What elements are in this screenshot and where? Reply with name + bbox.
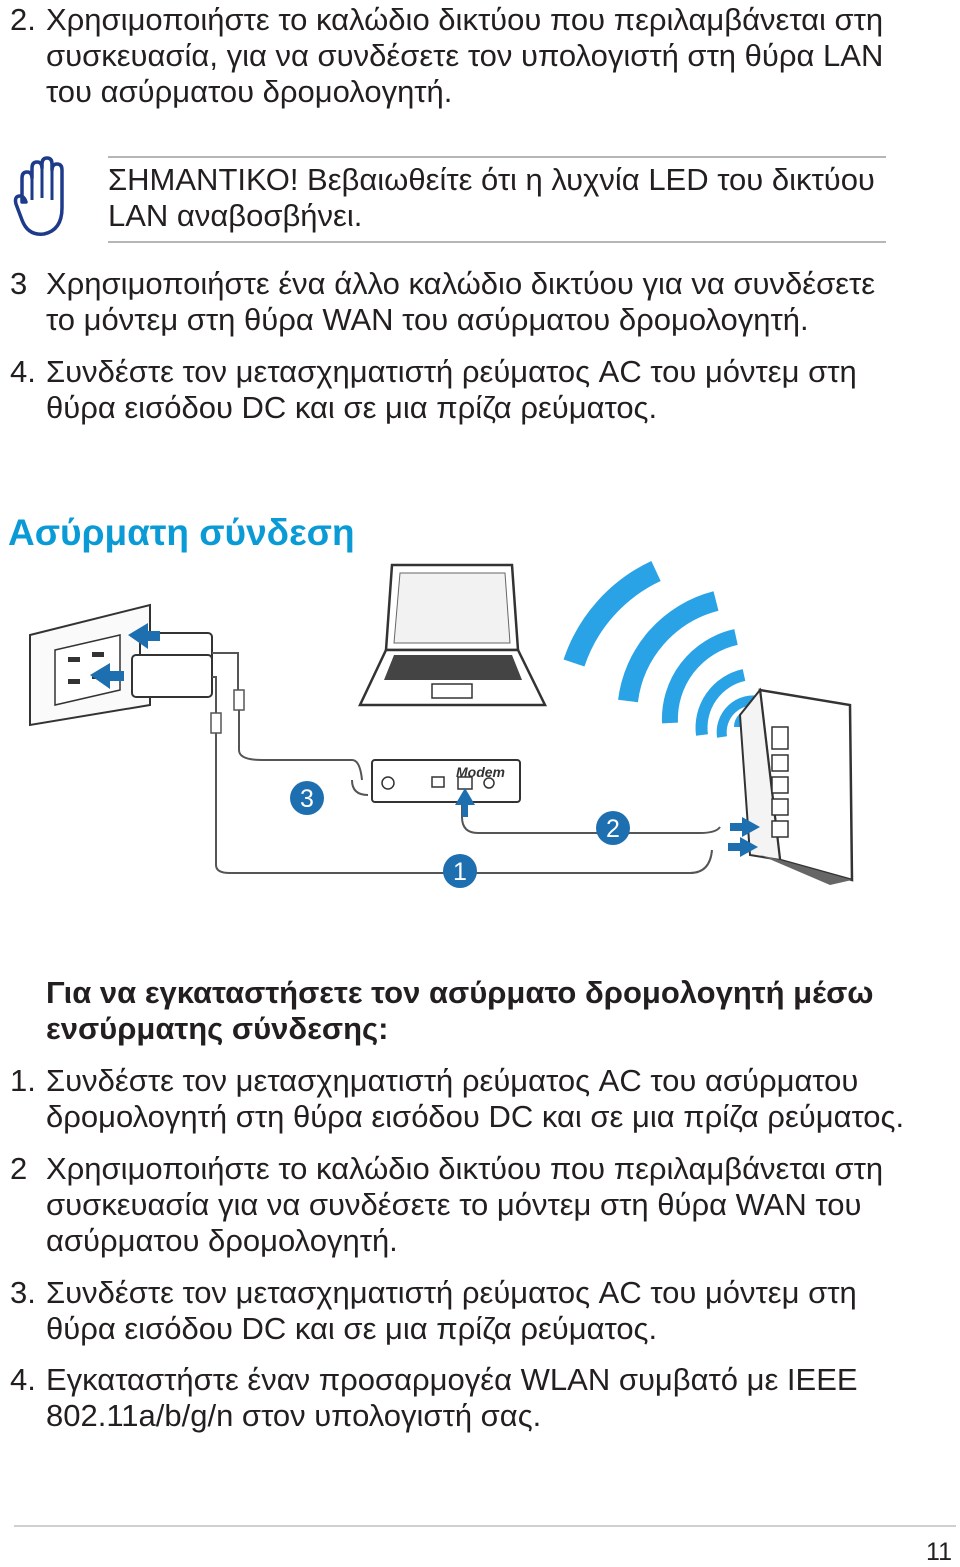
step-item: 3 Χρησιμοποιήστε ένα άλλο καλώδιο δικτύο… xyxy=(10,266,910,338)
note-text: ΣΗΜΑΝΤΙΚΟ! Βεβαιωθείτε ότι η λυχνία LED … xyxy=(108,162,875,233)
callout-badge: 1 xyxy=(443,854,477,888)
note-top-rule xyxy=(108,156,886,158)
callout-badge: 2 xyxy=(596,811,630,845)
modem-port-arrow xyxy=(455,788,475,817)
connection-diagram: Modem 3 2 1 xyxy=(29,561,854,888)
callout-number: 1 xyxy=(453,858,467,886)
modem-label: Modem xyxy=(456,764,505,780)
wall-outlet xyxy=(29,603,151,727)
step-text: Συνδέστε τον μετασχηματιστή ρεύματος AC … xyxy=(46,1063,905,1134)
step-text: Χρησιμοποιήστε το καλώδιο δικτύου που πε… xyxy=(46,1151,884,1258)
step-number: 3 xyxy=(10,266,28,301)
step-number: 3. xyxy=(10,1275,36,1310)
footer-rule xyxy=(14,1525,956,1527)
step-text: Συνδέστε τον μετασχηματιστή ρεύματος AC … xyxy=(46,1275,857,1346)
step-number: 4. xyxy=(10,1362,36,1397)
callout-number: 3 xyxy=(300,785,314,813)
step-item: 1. Συνδέστε τον μετασχηματιστή ρεύματος … xyxy=(10,1063,910,1135)
step-number: 4. xyxy=(10,354,36,389)
wireless-signal-icon xyxy=(563,561,761,738)
step-text: Συνδέστε τον μετασχηματιστή ρεύματος AC … xyxy=(46,354,857,425)
laptop-illustration xyxy=(358,563,548,707)
router-port-arrow xyxy=(730,817,760,837)
subheading: Για να εγκαταστήσετε τον ασύρματο δρομολ… xyxy=(46,975,874,1046)
step-number: 1. xyxy=(10,1063,36,1098)
step-text: Χρησιμοποιήστε το καλώδιο δικτύου που πε… xyxy=(46,2,884,109)
step-number: 2 xyxy=(10,1151,28,1186)
callout-number: 2 xyxy=(606,815,620,843)
page-number: 11 xyxy=(926,1538,952,1566)
router-illustration xyxy=(738,687,854,885)
router-port-arrow xyxy=(728,837,758,857)
step-item: 4. Συνδέστε τον μετασχηματιστή ρεύματος … xyxy=(10,354,910,426)
callout-badge: 3 xyxy=(290,781,324,815)
step-item: 2. Χρησιμοποιήστε το καλώδιο δικτύου που… xyxy=(10,2,910,110)
plug-arrow xyxy=(128,623,160,649)
hand-stop-icon xyxy=(13,156,64,236)
note-bottom-rule xyxy=(108,241,886,243)
power-adapter xyxy=(131,632,213,698)
plug-arrow xyxy=(90,663,124,689)
step-item: 2 Χρησιμοποιήστε το καλώδιο δικτύου που … xyxy=(10,1151,910,1259)
step-item: 3. Συνδέστε τον μετασχηματιστή ρεύματος … xyxy=(10,1275,910,1347)
step-number: 2. xyxy=(10,2,36,37)
step-text: Χρησιμοποιήστε ένα άλλο καλώδιο δικτύου … xyxy=(46,266,876,337)
section-title: Ασύρματη σύνδεση xyxy=(8,512,355,553)
step-item: 4. Εγκαταστήστε έναν προσαρμογέα WLAN συ… xyxy=(10,1362,910,1434)
step-text: Εγκαταστήστε έναν προσαρμογέα WLAN συμβα… xyxy=(46,1362,858,1433)
